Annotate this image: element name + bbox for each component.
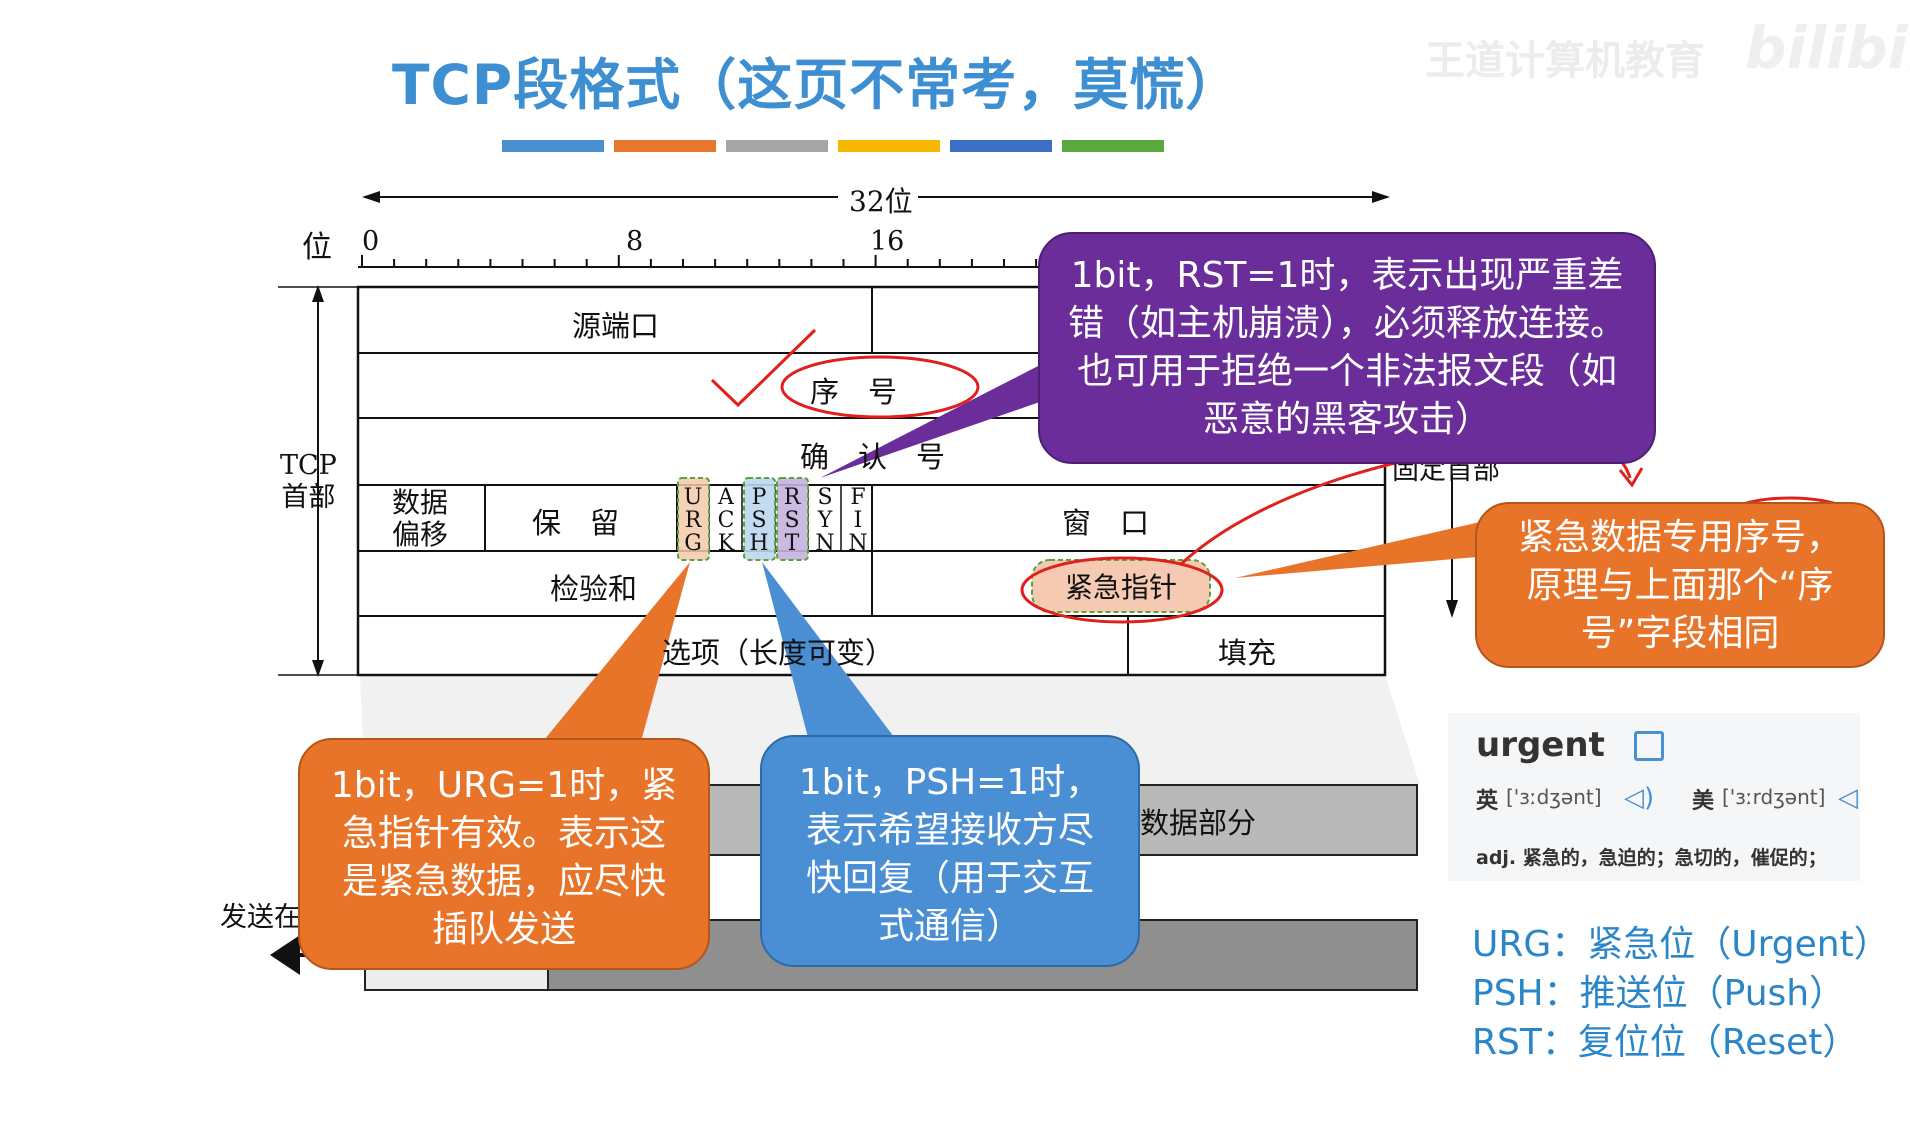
color-bar-1 <box>502 140 604 152</box>
flag-ack: A C K <box>717 485 735 556</box>
legend-psh: PSH：推送位（Push） <box>1472 973 1846 1014</box>
urg-callout-tail <box>540 562 690 745</box>
dict-us-phonetic: ['ɜːrdʒənt] <box>1722 785 1826 809</box>
bits-label: 32位 <box>845 180 917 220</box>
dict-word: urgent <box>1476 725 1605 765</box>
bilibili-logo: bilibili <box>1745 14 1910 82</box>
psh-highlight <box>744 478 775 560</box>
watermark-text: 王道计算机教育 <box>1425 38 1705 84</box>
bits-arrowhead-left <box>362 191 380 203</box>
urgent-callout-tail <box>1235 522 1500 578</box>
field-checksum: 检验和 <box>550 572 638 606</box>
tick-label-16: 16 <box>870 226 905 257</box>
data-part-label: 数据部分 <box>1140 806 1257 840</box>
flag-syn: S Y N <box>815 485 835 556</box>
header-arrowhead-bottom <box>312 660 324 677</box>
field-src-port: 源端口 <box>572 309 660 343</box>
dict-uk-phonetic: ['ɜːdʒənt] <box>1506 785 1602 809</box>
tcp-header-label: TCP 首部 <box>280 450 337 513</box>
field-seq: 序 号 <box>810 375 898 409</box>
color-bar-3 <box>726 140 828 152</box>
color-bar-6 <box>1062 140 1164 152</box>
check-mark-annotation <box>710 328 817 408</box>
legend-rst: RST：复位位（Reset） <box>1472 1022 1859 1063</box>
dict-us-label: 美 <box>1692 789 1715 814</box>
header-arrowhead-top <box>312 285 324 302</box>
psh-callout: 1bit，PSH=1时，表示希望接收方尽快回复（用于交互式通信） <box>760 735 1140 967</box>
send-arrow-head <box>270 935 300 975</box>
flag-fin: F I N <box>848 485 868 556</box>
urg-highlight <box>678 478 709 560</box>
flag-urg: U R G <box>683 485 703 556</box>
bit-axis-label: 位 <box>302 230 332 265</box>
tick-label-8: 8 <box>626 226 644 257</box>
dictionary-card: urgent 英 ['ɜːdʒənt] ◁) 美 ['ɜːrdʒənt] ◁ a… <box>1448 713 1860 881</box>
field-padding: 填充 <box>1218 636 1277 670</box>
color-bar-4 <box>838 140 940 152</box>
fixed-header-arrowhead <box>1446 600 1458 618</box>
color-bar-2 <box>614 140 716 152</box>
field-window: 窗 口 <box>1062 506 1150 540</box>
psh-callout-tail <box>762 562 900 745</box>
urgent-pointer-highlight <box>1031 559 1211 613</box>
field-reserved: 保 留 <box>532 506 620 540</box>
bits-arrowhead-right <box>1372 191 1390 203</box>
rst-callout-tail <box>820 365 1060 478</box>
add-to-wordbook-icon[interactable] <box>1634 731 1664 761</box>
urg-callout: 1bit，URG=1时，紧急指针有效。表示这是紧急数据，应尽快插队发送 <box>298 738 710 970</box>
flag-psh: P S H <box>749 485 769 556</box>
field-ack: 确 认 号 <box>800 440 946 474</box>
legend-urg: URG：紧急位（Urgent） <box>1472 924 1890 965</box>
dict-definition: adj. 紧急的，急迫的；急切的，催促的； <box>1476 847 1827 869</box>
flag-rst: R S T <box>783 485 801 556</box>
rst-callout: 1bit，RST=1时，表示出现严重差错（如主机崩溃），必须释放连接。也可用于拒… <box>1038 232 1656 464</box>
page-title: TCP段格式（这页不常考，莫慌） <box>392 53 1242 117</box>
link-arrowhead-annotation <box>1618 467 1644 488</box>
dict-uk-label: 英 <box>1476 789 1499 814</box>
urgent-seq-callout: 紧急数据专用序号，原理与上面那个“序号”字段相同 <box>1475 502 1885 668</box>
color-bar-5 <box>950 140 1052 152</box>
seq-circle-annotation <box>780 355 980 419</box>
rst-highlight <box>777 478 808 560</box>
field-options: 选项（长度可变） <box>662 636 895 670</box>
tick-label-0: 0 <box>362 226 380 257</box>
field-urgent-pointer: 紧急指针 <box>1065 571 1178 604</box>
field-data-offset: 数据 偏移 <box>392 486 449 551</box>
uk-speaker-icon[interactable]: ◁) <box>1624 783 1655 813</box>
us-speaker-icon[interactable]: ◁ <box>1838 783 1858 813</box>
urgent-pointer-circle-annotation <box>1020 556 1224 624</box>
